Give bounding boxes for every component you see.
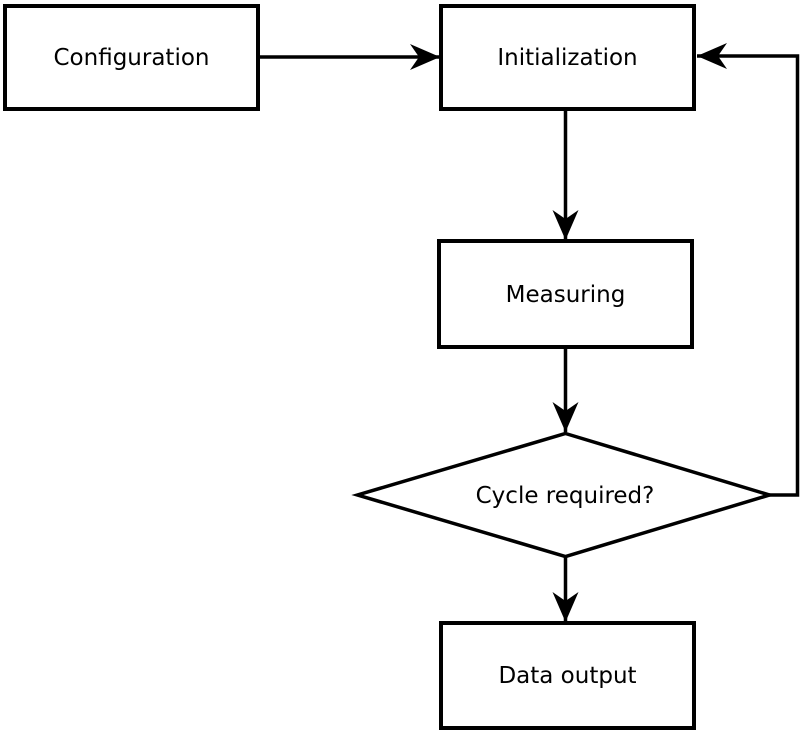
node-data-output bbox=[439, 621, 696, 730]
edge-cycle-required-to-initialization-loop bbox=[697, 43, 800, 497]
node-data-output-label: Data output bbox=[498, 663, 636, 689]
node-configuration bbox=[3, 4, 260, 111]
node-initialization bbox=[439, 4, 696, 111]
node-cycle-required-label: Cycle required? bbox=[476, 483, 655, 509]
node-configuration-label: Configuration bbox=[54, 45, 210, 71]
node-measuring-label: Measuring bbox=[506, 282, 626, 308]
node-initialization-label: Initialization bbox=[497, 45, 637, 71]
node-measuring bbox=[437, 239, 694, 349]
node-cycle-required bbox=[351, 431, 776, 559]
